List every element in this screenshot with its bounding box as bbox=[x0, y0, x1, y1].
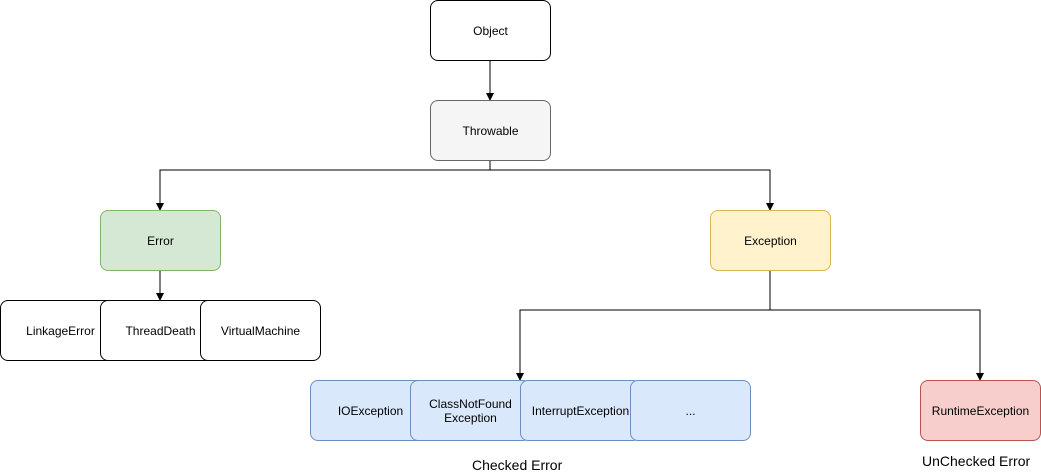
node-linkage-error-label: LinkageError bbox=[26, 323, 95, 338]
node-throwable-label: Throwable bbox=[462, 123, 519, 138]
node-class-not-found-exception-label: ClassNotFound Exception bbox=[429, 396, 512, 425]
node-virtual-machine-label: VirtualMachine bbox=[220, 323, 301, 338]
node-more-exceptions-label: ... bbox=[685, 403, 696, 418]
node-object[interactable]: Object bbox=[430, 0, 551, 61]
node-error-label: Error bbox=[147, 233, 174, 248]
node-error[interactable]: Error bbox=[100, 210, 221, 271]
node-runtime-exception-label: RuntimeException bbox=[931, 403, 1030, 418]
node-interrupt-exception-label: InterruptException bbox=[531, 403, 630, 418]
edge-exception-checked bbox=[516, 270, 771, 381]
node-virtual-machine[interactable]: VirtualMachine bbox=[200, 300, 321, 361]
edge-throwable-error bbox=[156, 160, 491, 211]
node-exception[interactable]: Exception bbox=[710, 210, 831, 271]
unchecked-error-caption: UnChecked Error bbox=[922, 453, 1031, 469]
node-throwable[interactable]: Throwable bbox=[430, 100, 551, 161]
node-object-label: Object bbox=[473, 23, 508, 38]
node-more-exceptions[interactable]: ... bbox=[630, 380, 751, 441]
node-class-not-found-exception[interactable]: ClassNotFound Exception bbox=[410, 380, 531, 441]
edge-exception-runtime bbox=[770, 309, 984, 381]
node-thread-death-label: ThreadDeath bbox=[125, 323, 196, 338]
node-runtime-exception[interactable]: RuntimeException bbox=[920, 380, 1041, 441]
node-io-exception-label: IOException bbox=[337, 403, 404, 418]
node-interrupt-exception[interactable]: InterruptException bbox=[520, 380, 641, 441]
checked-error-caption: Checked Error bbox=[472, 457, 563, 473]
edge-throwable-exception bbox=[490, 169, 774, 211]
node-exception-label: Exception bbox=[744, 233, 797, 248]
